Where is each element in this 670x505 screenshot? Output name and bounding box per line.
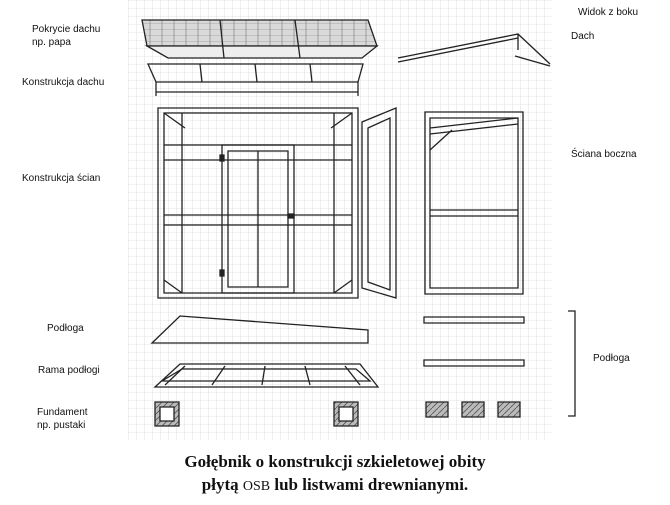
label-roof-covering-example: np. papa [32,37,71,48]
label-wall-structure: Konstrukcja ścian [22,173,101,184]
roof-structure-drawing [148,64,363,96]
wall-structure-drawing [158,108,396,298]
floor-frame-drawing [155,364,378,387]
label-side-floor: Podłoga [593,353,630,364]
foundation-drawing [155,402,358,426]
side-roof-drawing [398,34,550,66]
label-roof: Dach [571,31,595,42]
label-roof-structure: Konstrukcja dachu [22,77,105,88]
caption-line-1: Gołębnik o konstrukcji szkieletowej obit… [184,452,486,471]
caption-prefix: płytą [201,475,239,494]
side-floor-frame-drawing [424,360,524,366]
label-floor-frame: Rama podłogi [38,365,100,376]
graph-paper [128,0,552,440]
label-foundation-example: np. pustaki [37,420,86,431]
caption-suffix: lub listwami drewnianymi. [274,475,469,494]
label-side-view: Widok z boku [578,7,639,18]
roof-covering-drawing [142,20,377,58]
floor-drawing [152,316,368,343]
side-floor-bracket [568,311,575,416]
caption-osb: OSB [242,479,271,494]
label-foundation: Fundament [37,407,88,418]
side-foundation-drawing [426,402,520,417]
caption-line-2: płytą OSB lub listwami drewnianymi. [0,475,670,495]
side-floor-drawing [424,317,524,323]
label-side-wall: Ściana boczna [571,149,637,160]
label-floor: Podłoga [47,323,84,334]
side-wall-drawing [425,112,523,294]
label-roof-covering: Pokrycie dachu [32,24,101,35]
